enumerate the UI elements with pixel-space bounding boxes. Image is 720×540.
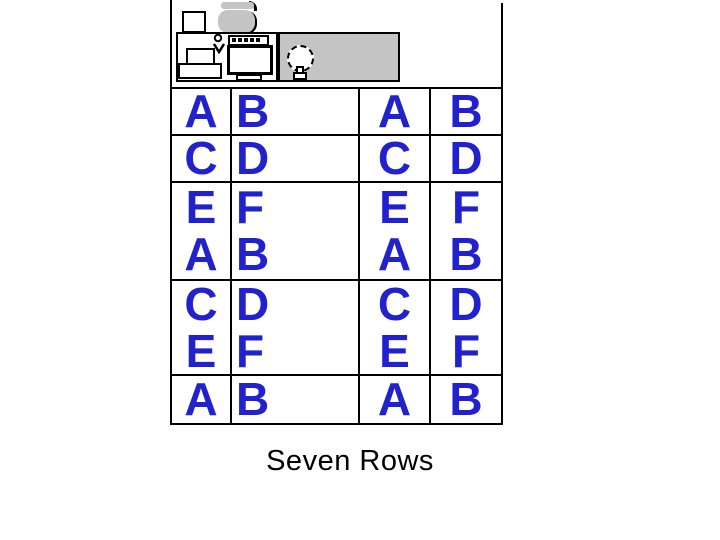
table-cell: C E [360, 277, 431, 377]
cell-letter: B [449, 85, 483, 137]
table-cell: B [232, 376, 360, 423]
cell-letter: E [379, 324, 410, 377]
cell-letter: F [451, 181, 481, 233]
cell-letter: B [236, 85, 270, 137]
cell-letter: A [184, 228, 218, 280]
jar-icon [218, 10, 255, 33]
left-border-line [170, 0, 172, 89]
jar-lid-icon [221, 2, 254, 9]
table-cell: D F [431, 277, 501, 377]
cell-letter: A [377, 228, 412, 280]
table-cell: D [232, 132, 360, 184]
table-cell: A [360, 376, 431, 423]
cell-letter: F [451, 324, 481, 377]
cell-letter: F [236, 324, 265, 377]
pedestal-base-icon [178, 63, 222, 79]
table-cell: C E [172, 277, 232, 377]
cell-letter: B [236, 228, 270, 280]
table-cell: D F [232, 277, 360, 377]
cell-letter: C [377, 277, 412, 330]
right-border-line [501, 3, 503, 89]
cell-letter: D [236, 132, 270, 184]
table-cell: A [172, 85, 232, 137]
cell-letter: C [184, 132, 218, 184]
table-cell: F B [431, 183, 501, 281]
table-cell: C [360, 132, 431, 184]
needle-icon [212, 33, 226, 55]
cell-letter: D [449, 277, 483, 330]
table-cell: C [172, 132, 232, 184]
box-icon [182, 11, 206, 33]
figure-base-icon [293, 72, 307, 80]
cell-letter: A [377, 373, 412, 425]
table-cell: B [431, 376, 501, 423]
table-cell: A [172, 376, 232, 423]
table-cell: B [232, 85, 360, 137]
cell-letter: C [377, 132, 412, 184]
cell-letter: B [449, 228, 483, 280]
cell-letter: A [184, 373, 218, 425]
table-cell: E A [172, 183, 232, 281]
monitor-stand-icon [236, 74, 262, 81]
table-cell: A [360, 85, 431, 137]
caption: Seven Rows [266, 445, 434, 477]
cell-letter: E [185, 324, 217, 377]
cell-letter: A [184, 85, 218, 137]
table-cell: D [431, 132, 501, 184]
table-cell: E A [360, 183, 431, 281]
cell-letter: C [184, 277, 218, 330]
cell-letter: B [236, 373, 270, 425]
table-cell: B [431, 85, 501, 137]
monitor-icon [227, 45, 273, 75]
cell-letter: D [236, 277, 270, 330]
letters-table: A B A B C D C D E A F B E A F B C E [170, 87, 503, 425]
cell-letter: F [236, 181, 265, 233]
table-cell: F B [232, 183, 360, 281]
cell-letter: B [449, 373, 483, 425]
cell-letter: E [379, 181, 410, 233]
monitor-dashes-icon [232, 38, 262, 42]
cell-letter: E [185, 181, 217, 233]
cell-letter: D [449, 132, 483, 184]
cell-letter: A [377, 85, 412, 137]
